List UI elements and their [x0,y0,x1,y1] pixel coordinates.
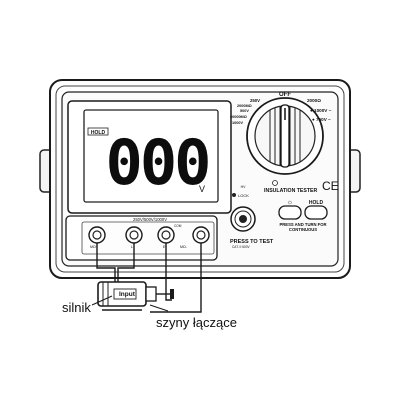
press-turn-label-1: PRESS AND TURN FOR [279,222,326,227]
lcd-reading: 000 [106,126,209,199]
test-button[interactable] [230,206,256,232]
category-label: CAT. II 600V [232,245,251,249]
lcd-unit: V [199,184,205,194]
terminal-mohm-plus[interactable] [88,226,106,244]
hv-label: HV [241,185,247,189]
press-turn-label-2: CONTINUOUS [289,227,317,232]
press-to-test-label: PRESS TO TEST [230,239,274,245]
terminal-label-3: E [163,245,166,249]
hold-button[interactable] [304,205,328,220]
hold-button-label: HOLD [309,200,324,206]
terminal-range-label: 250V/500V/1000V [133,217,167,222]
motor-leader-line [91,295,113,306]
dial-label-250v: 250V [250,98,260,103]
lock-label: LOCK [238,193,249,198]
rails-caption: szyny łączące [156,315,237,330]
motor [97,281,174,311]
rails-leader-line [149,304,169,312]
brand-icon [272,180,278,186]
lcd-panel [67,100,232,214]
backlight-icon: ☼ [287,199,293,206]
dial-label-1000v: 1000V [232,121,243,125]
terminal-com[interactable] [192,226,210,244]
dial-label-500v: 500V [240,109,249,113]
backlight-button[interactable] [278,205,302,220]
terminal-label-2: L [131,245,133,249]
rotary-dial[interactable] [246,97,324,175]
terminal-label-1: MΩ+ [90,245,98,249]
dial-label-2000m-ohm: 2000MΩ [237,104,252,108]
motor-input-label: Input [119,291,136,298]
terminal-label-4: COM [174,224,182,228]
hold-indicator-text: HOLD [91,130,106,136]
test-leads [96,243,202,313]
dial-label-1000v-ac: ● 1000V ~ [310,108,332,113]
dial-label-20000m-ohm: 20000MΩ [230,115,247,119]
brand-insulation-tester: INSULATION TESTER [264,188,317,194]
ce-mark: CE [322,179,339,193]
lock-indicator [232,193,236,197]
dial-label-750v-ac: ● 750V ~ [312,117,331,122]
hold-indicator: HOLD [87,127,109,136]
dial-label-2000-ohm: 2000Ω [307,98,321,103]
terminal-label-5: MΩ- [180,245,188,249]
dial-label-off: OFF [279,92,291,98]
terminal-l[interactable] [125,226,143,244]
terminal-e[interactable] [157,226,175,244]
motor-caption: silnik [62,300,91,315]
